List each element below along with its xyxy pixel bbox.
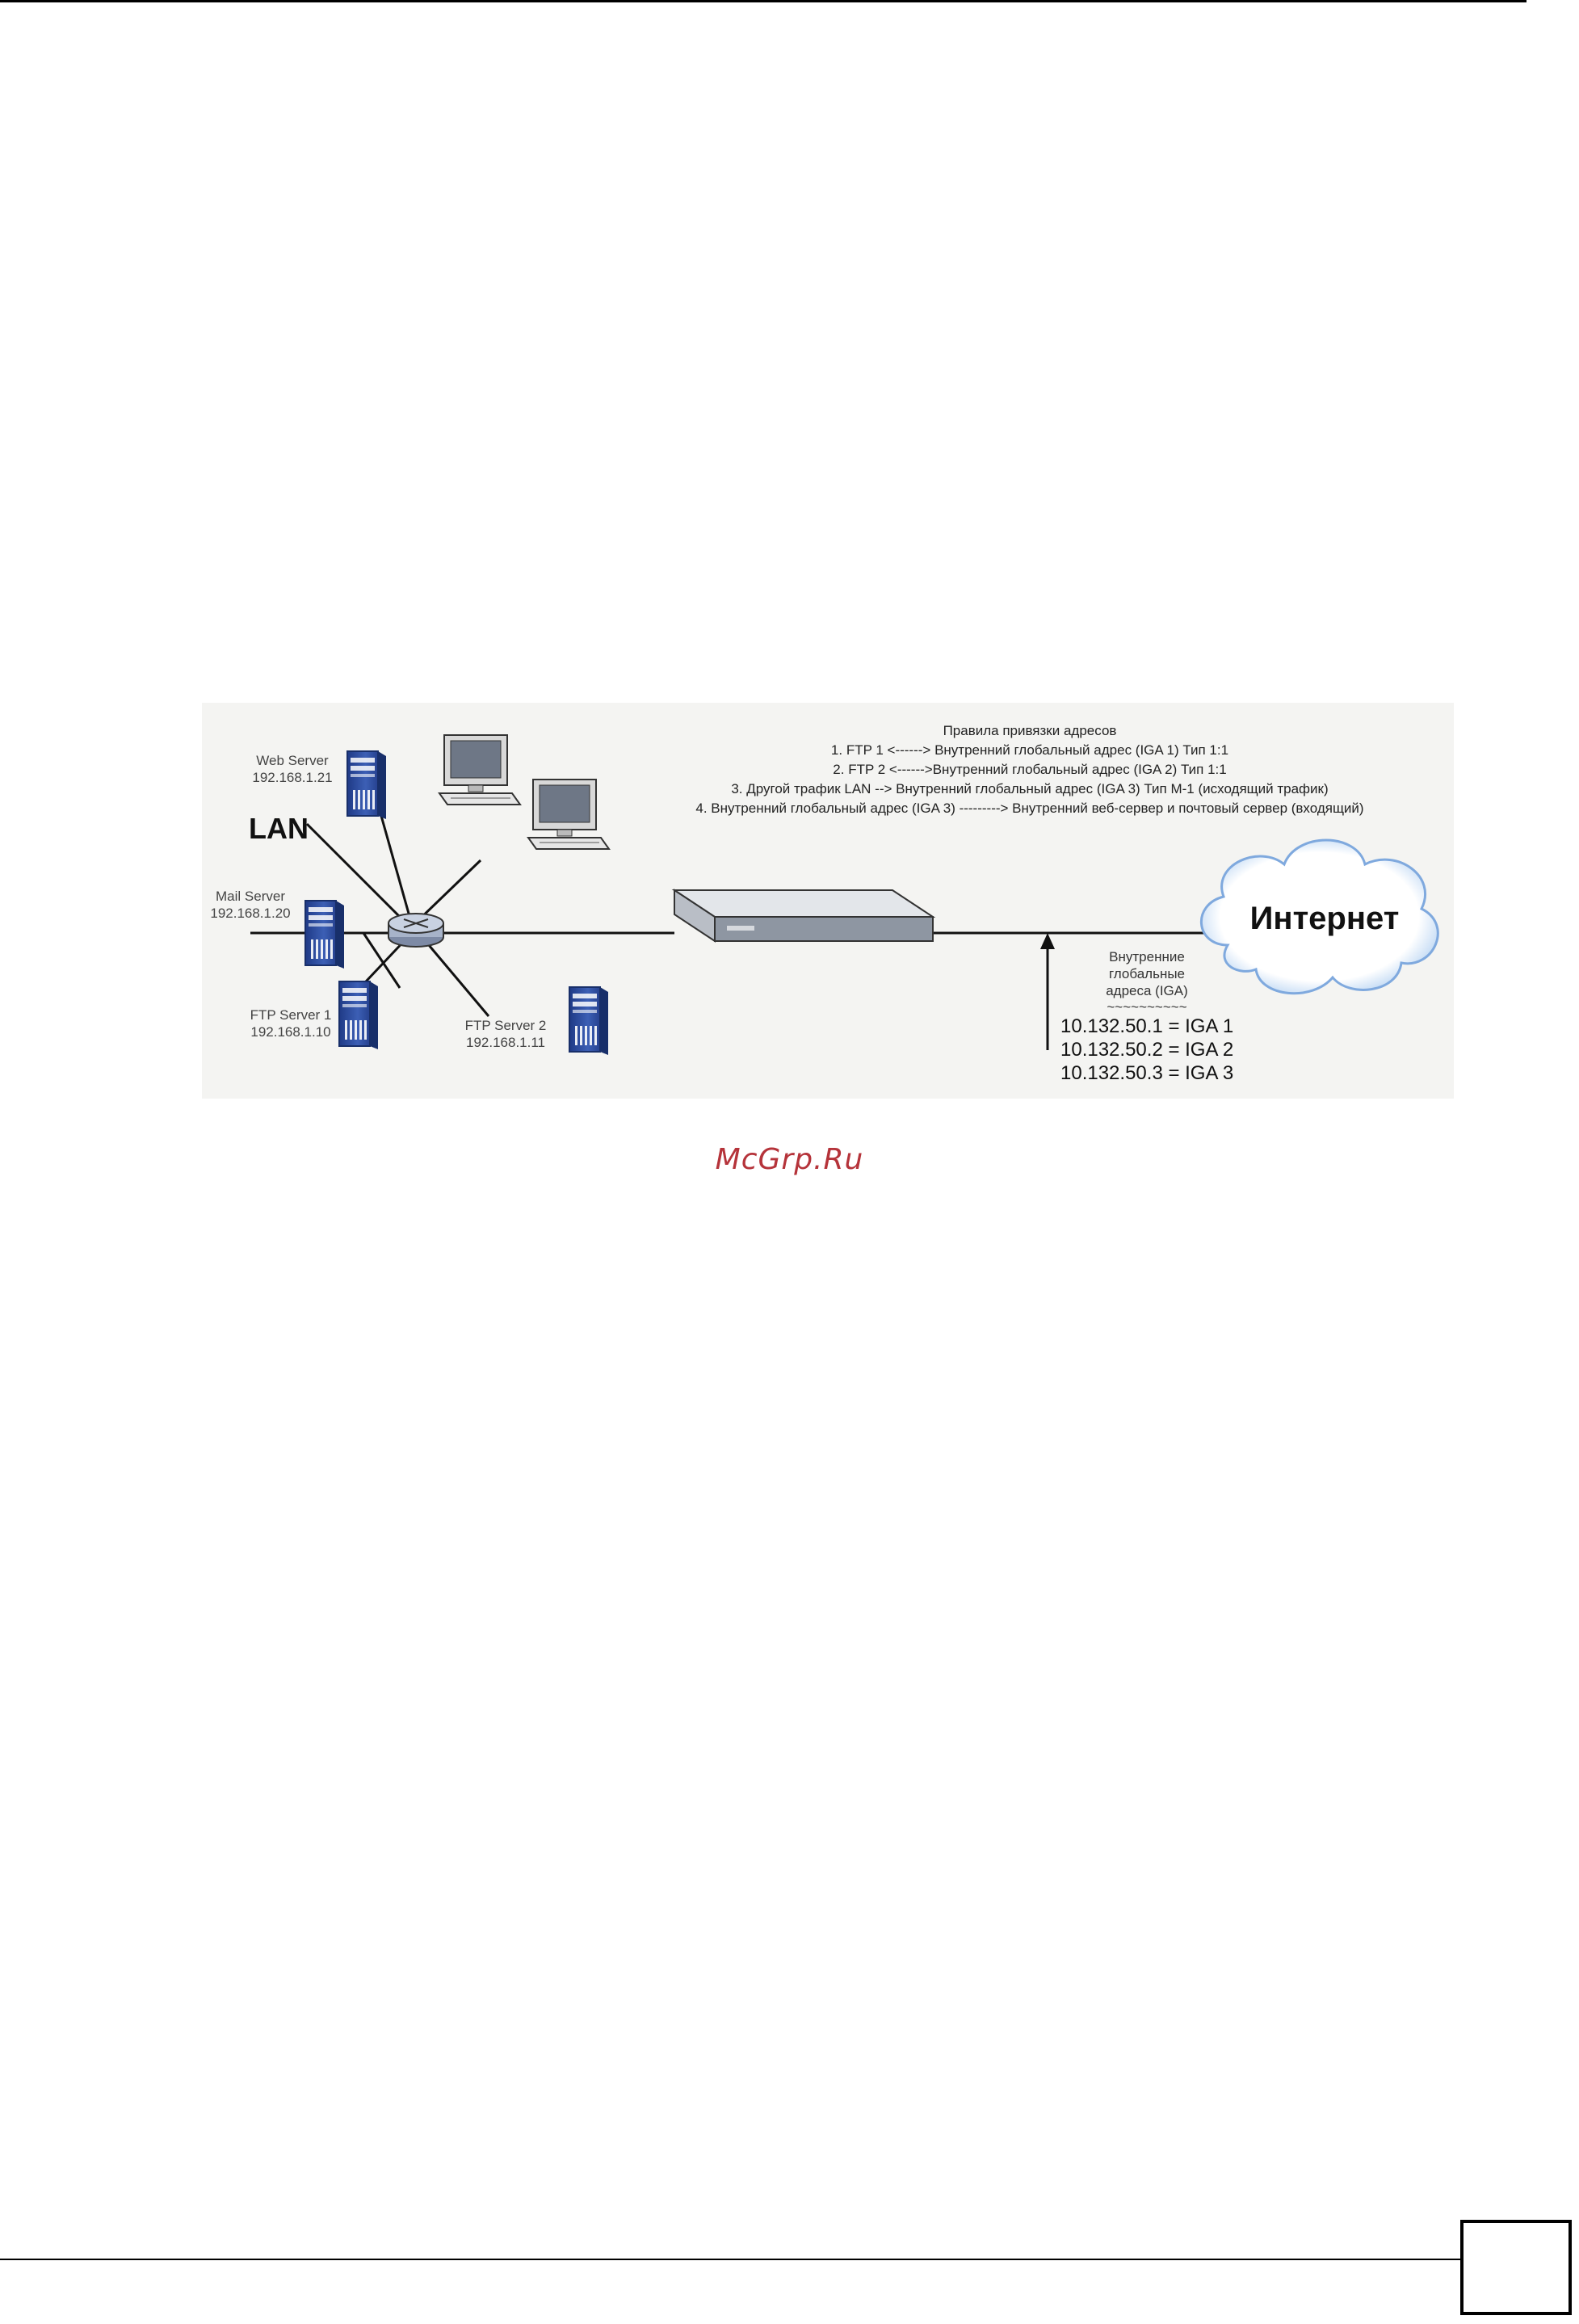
iga-caption-line-3: адреса (IGA) bbox=[1106, 983, 1188, 998]
ftp-server-1-name: FTP Server 1 bbox=[250, 1007, 332, 1023]
rule-1: 1. FTP 1 <------> Внутренний глобальный … bbox=[831, 742, 1228, 758]
arrow-head-icon bbox=[1040, 933, 1055, 949]
iga-caption-line-1: Внутренние bbox=[1109, 949, 1185, 964]
network-diagram: Правила привязки адресов 1. FTP 1 <-----… bbox=[202, 703, 1454, 1099]
lan-label: LAN bbox=[249, 812, 309, 845]
rule-4: 4. Внутренний глобальный адрес (IGA 3) -… bbox=[695, 801, 1363, 816]
iga-separator: ~~~~~~~~~~ bbox=[1107, 999, 1186, 1015]
ftp-server-2-icon bbox=[569, 986, 609, 1056]
connection-lines bbox=[250, 815, 1216, 1050]
ftp-server-2-ip: 192.168.1.11 bbox=[466, 1035, 545, 1050]
rules-title: Правила привязки адресов bbox=[943, 723, 1117, 738]
iga-address-1: 10.132.50.1 = IGA 1 bbox=[1060, 1015, 1233, 1037]
mail-server-ip: 192.168.1.20 bbox=[210, 906, 290, 921]
diagram-canvas: Правила привязки адресов 1. FTP 1 <-----… bbox=[210, 723, 1439, 1084]
web-server-ip: 192.168.1.21 bbox=[252, 770, 332, 785]
iga-address-2: 10.132.50.2 = IGA 2 bbox=[1060, 1039, 1233, 1061]
lan-switch-icon bbox=[388, 913, 444, 948]
page-number-box bbox=[1460, 2220, 1572, 2315]
ftp-server-2-name: FTP Server 2 bbox=[465, 1018, 547, 1033]
internet-label: Интернет bbox=[1250, 901, 1400, 936]
pc-2-icon bbox=[527, 779, 610, 850]
pc-1-icon bbox=[439, 734, 521, 805]
ftp-server-1-icon bbox=[338, 981, 379, 1050]
header-rule bbox=[0, 0, 1527, 2]
iga-caption-line-2: глобальные bbox=[1109, 966, 1185, 981]
ftp-server-1-ip: 192.168.1.10 bbox=[250, 1024, 330, 1040]
rule-3: 3. Другой трафик LAN --> Внутренний глоб… bbox=[731, 781, 1328, 796]
web-server-icon bbox=[346, 750, 387, 820]
router-device-icon bbox=[671, 889, 936, 943]
watermark: McGrp.Ru bbox=[715, 1143, 864, 1176]
mail-server-icon bbox=[304, 900, 345, 969]
footer-rule bbox=[0, 2259, 1462, 2260]
web-server-name: Web Server bbox=[256, 753, 329, 768]
rule-2: 2. FTP 2 <------>Внутренний глобальный а… bbox=[833, 762, 1226, 777]
internet-cloud-icon bbox=[1200, 838, 1439, 995]
iga-address-3: 10.132.50.3 = IGA 3 bbox=[1060, 1062, 1233, 1084]
mail-server-name: Mail Server bbox=[216, 889, 285, 904]
